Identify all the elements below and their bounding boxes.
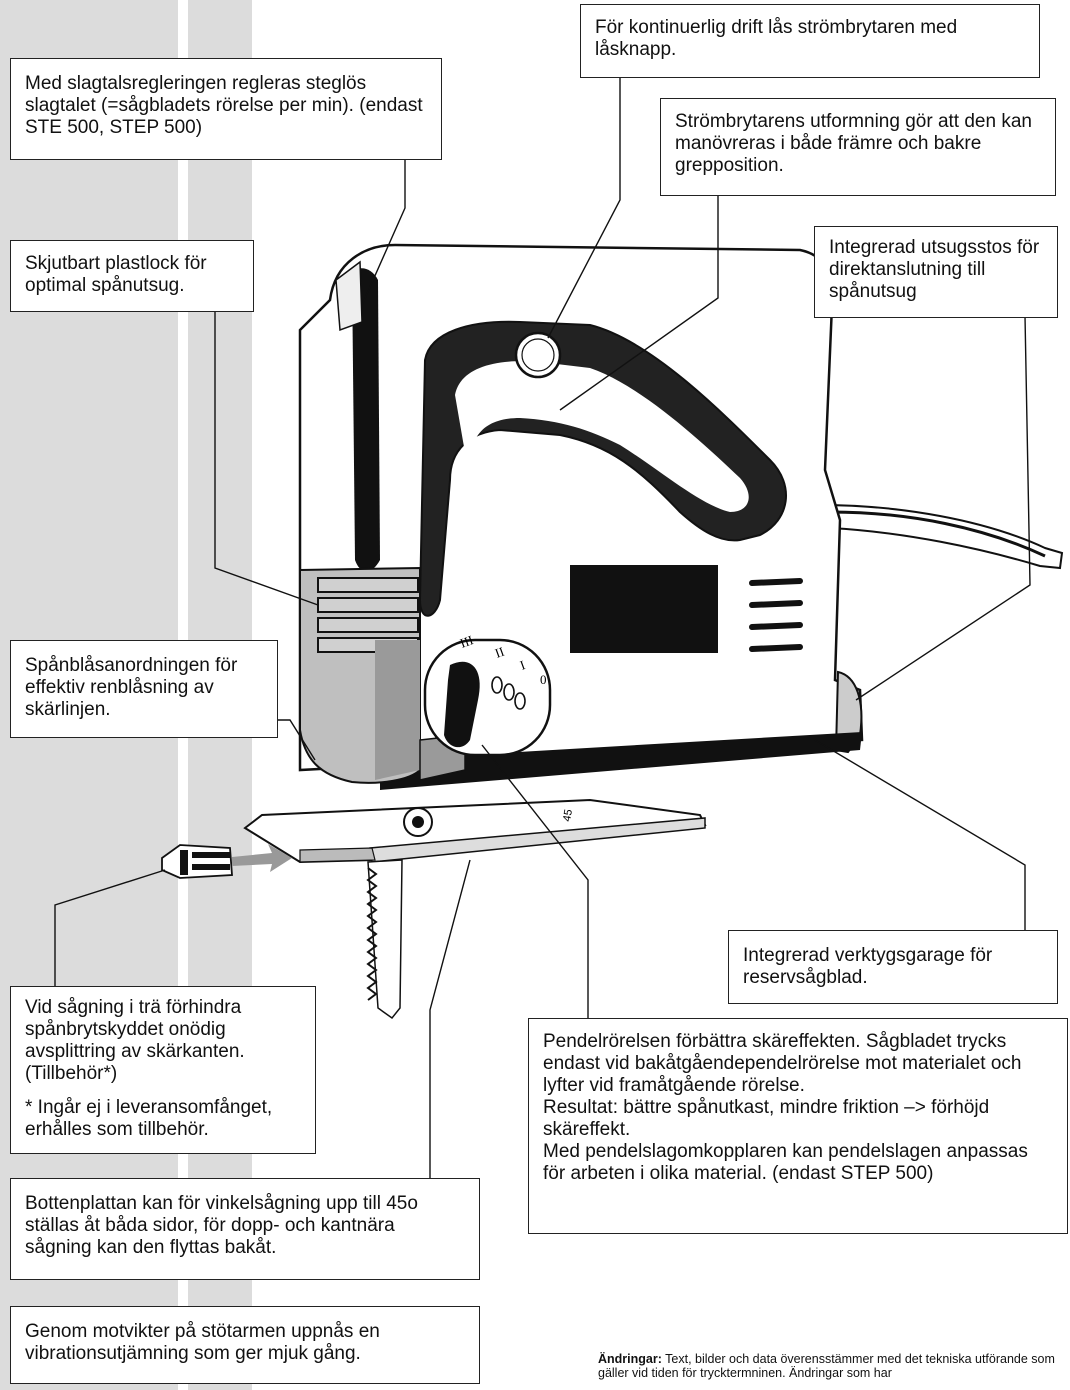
vent-slots	[749, 578, 803, 652]
saw-blade	[367, 859, 403, 1020]
callout-pendulum: Pendelrörelsen förbättra skäreffekten. S…	[528, 1018, 1068, 1234]
callout-chip-blower: Spånblåsanordningen för effektiv renblås…	[10, 640, 278, 738]
callout-counterweight: Genom motvikter på stötarmen uppnås en v…	[10, 1306, 480, 1384]
dial-mark-3: III	[458, 632, 475, 651]
callout-tool-garage: Integrerad verktygsgarage för reservsågb…	[728, 930, 1058, 1004]
handle-opening	[455, 361, 749, 512]
dial-mark-1: I	[518, 657, 527, 673]
callout-dust-port: Integrerad utsugsstos för direktanslutni…	[814, 226, 1058, 318]
callout-base-plate: Bottenplattan kan för vinkelsågning upp …	[10, 1178, 480, 1280]
callout-switch-design: Strömbrytarens utformning gör att den ka…	[660, 98, 1056, 196]
lower-band	[380, 732, 862, 790]
callout-plastic-cover: Skjutbart plastlock för optimal spånutsu…	[10, 240, 254, 312]
callout-lock-button: För kontinuerlig drift lås strömbrytaren…	[580, 4, 1040, 78]
insert-arrow	[232, 844, 292, 872]
leader-lines	[54, 77, 1031, 1268]
footer-note: Ändringar: Text, bilder och data överens…	[598, 1352, 1055, 1380]
label-plate	[570, 565, 718, 653]
dial-mark-0: 0	[540, 672, 547, 687]
front-column	[352, 268, 380, 572]
power-cord	[818, 503, 1064, 570]
splinter-guard-accessory	[161, 844, 233, 879]
callout-splinter-guard: Vid sågning i trä förhindra spånbrytskyd…	[10, 986, 316, 1154]
callout-stroke-rate: Med slagtalsregleringen regleras steglös…	[10, 58, 442, 160]
pendulum-dial: III II I 0	[423, 632, 552, 757]
cord-stripe	[829, 510, 1046, 558]
scale-mark: 45	[561, 808, 575, 822]
